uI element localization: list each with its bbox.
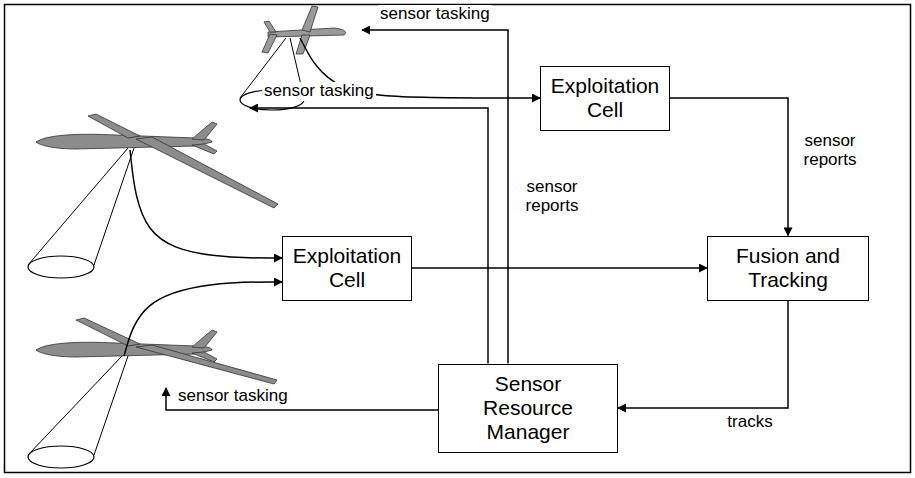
tasking-label: sensor tasking bbox=[378, 5, 492, 24]
box-label: Exploitation Cell bbox=[549, 74, 661, 122]
process-box: Sensor Resource Manager bbox=[438, 364, 618, 453]
tasking-label: sensor tasking bbox=[262, 82, 376, 101]
tasking-arrow bbox=[250, 108, 488, 364]
process-box: Fusion and Tracking bbox=[707, 236, 869, 301]
box-label: Fusion and Tracking bbox=[716, 244, 860, 292]
process-box: Exploitation Cell bbox=[540, 66, 670, 131]
tasking-arrow bbox=[166, 388, 438, 410]
edge-label: sensor reports bbox=[792, 132, 868, 169]
downlink-arrow bbox=[130, 150, 282, 258]
flow-arrow bbox=[618, 301, 788, 409]
frame bbox=[5, 5, 911, 473]
tasking-arrow bbox=[362, 30, 508, 364]
flow-arrow bbox=[412, 267, 707, 269]
tasking-label: sensor tasking bbox=[176, 387, 290, 406]
edge-label: tracks bbox=[718, 413, 782, 432]
tasking-lines bbox=[166, 30, 508, 410]
process-box: Exploitation Cell bbox=[282, 236, 412, 301]
box-label: Exploitation Cell bbox=[291, 244, 403, 292]
downlink-arrow bbox=[124, 282, 282, 356]
flow-arrow bbox=[670, 98, 788, 236]
drone-icon bbox=[28, 114, 278, 278]
box-label: Sensor Resource Manager bbox=[447, 372, 609, 444]
edge-label: sensor reports bbox=[514, 178, 590, 215]
downlinks bbox=[124, 38, 540, 356]
